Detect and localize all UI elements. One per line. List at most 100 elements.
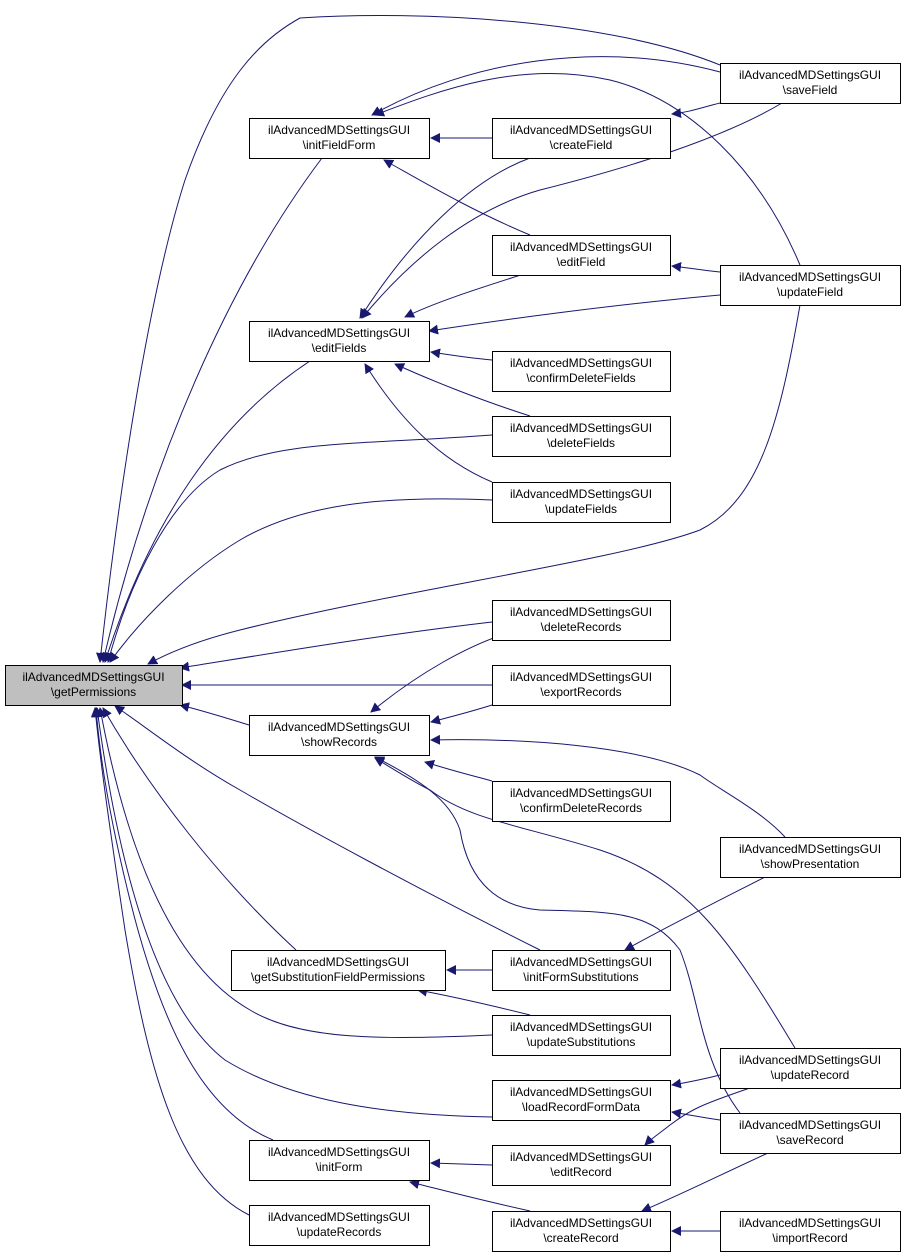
node-class-label: ilAdvancedMDSettingsGUI bbox=[510, 670, 652, 684]
edge-updateRecord-to-showRecords bbox=[374, 757, 796, 1049]
node-createField[interactable]: ilAdvancedMDSettingsGUI\createField bbox=[492, 118, 671, 159]
node-confirmDeleteFields[interactable]: ilAdvancedMDSettingsGUI\confirmDeleteFie… bbox=[492, 351, 671, 392]
edge-deleteFields-to-editFields bbox=[394, 363, 531, 417]
edge-saveField-to-createField bbox=[671, 102, 721, 118]
node-editField[interactable]: ilAdvancedMDSettingsGUI\editField bbox=[492, 235, 671, 276]
node-initForm[interactable]: ilAdvancedMDSettingsGUI\initForm bbox=[249, 1140, 430, 1181]
node-box bbox=[231, 950, 446, 991]
node-method-label: \updateRecords bbox=[297, 1225, 382, 1239]
node-method-label: \initFormSubstitutions bbox=[523, 970, 638, 984]
node-method-label: \createField bbox=[550, 138, 613, 152]
node-class-label: ilAdvancedMDSettingsGUI bbox=[510, 1020, 652, 1034]
node-box bbox=[249, 715, 430, 756]
edge-deleteRecords-to-getPermissions bbox=[179, 621, 493, 672]
node-showRecords[interactable]: ilAdvancedMDSettingsGUI\showRecords bbox=[249, 715, 430, 756]
edge-createRecord-to-initForm bbox=[409, 1179, 531, 1212]
node-class-label: ilAdvancedMDSettingsGUI bbox=[510, 421, 652, 435]
node-method-label: \updateSubstitutions bbox=[527, 1035, 636, 1049]
node-box bbox=[492, 1211, 671, 1252]
edge-editRecord-to-initForm bbox=[430, 1158, 493, 1169]
edge-updateFields-to-getPermissions bbox=[109, 498, 493, 663]
node-class-label: ilAdvancedMDSettingsGUI bbox=[510, 1150, 652, 1164]
node-loadRecordFormData[interactable]: ilAdvancedMDSettingsGUI\loadRecordFormDa… bbox=[492, 1080, 671, 1121]
node-box bbox=[492, 665, 671, 706]
node-box bbox=[5, 665, 183, 706]
node-createRecord[interactable]: ilAdvancedMDSettingsGUI\createRecord bbox=[492, 1211, 671, 1252]
node-method-label: \confirmDeleteRecords bbox=[520, 801, 642, 815]
node-method-label: \initFieldForm bbox=[303, 138, 376, 152]
node-saveRecord[interactable]: ilAdvancedMDSettingsGUI\saveRecord bbox=[720, 1113, 901, 1154]
node-box bbox=[492, 1145, 671, 1186]
node-method-label: \importRecord bbox=[772, 1231, 847, 1245]
edge-saveField-to-getPermissions bbox=[96, 15, 721, 663]
nodes-layer: ilAdvancedMDSettingsGUI\getPermissionsil… bbox=[5, 63, 901, 1252]
edge-getSubstitutionFieldPermissions-to-getPermissions bbox=[102, 707, 297, 951]
edge-deleteFields-to-getPermissions bbox=[105, 434, 493, 663]
node-exportRecords[interactable]: ilAdvancedMDSettingsGUI\exportRecords bbox=[492, 665, 671, 706]
node-editRecord[interactable]: ilAdvancedMDSettingsGUI\editRecord bbox=[492, 1145, 671, 1186]
node-box bbox=[492, 781, 671, 822]
node-method-label: \loadRecordFormData bbox=[522, 1100, 640, 1114]
edges-layer bbox=[90, 15, 801, 1236]
node-box bbox=[720, 1048, 901, 1089]
node-class-label: ilAdvancedMDSettingsGUI bbox=[22, 670, 164, 684]
node-method-label: \updateField bbox=[777, 285, 843, 299]
edge-updateRecord-to-editRecord bbox=[644, 1087, 751, 1146]
node-updateRecords[interactable]: ilAdvancedMDSettingsGUI\updateRecords bbox=[249, 1205, 430, 1246]
node-deleteRecords[interactable]: ilAdvancedMDSettingsGUI\deleteRecords bbox=[492, 600, 671, 641]
node-editFields[interactable]: ilAdvancedMDSettingsGUI\editFields bbox=[249, 321, 430, 362]
node-class-label: ilAdvancedMDSettingsGUI bbox=[510, 356, 652, 370]
edge-initFormSubstitutions-to-getPermissions bbox=[114, 705, 541, 951]
node-box bbox=[492, 351, 671, 392]
node-updateField[interactable]: ilAdvancedMDSettingsGUI\updateField bbox=[720, 265, 901, 306]
node-class-label: ilAdvancedMDSettingsGUI bbox=[739, 68, 881, 82]
edge-showPresentation-to-initFormSubstitutions bbox=[624, 876, 766, 951]
node-method-label: \getPermissions bbox=[51, 685, 136, 699]
node-box bbox=[492, 482, 671, 523]
node-class-label: ilAdvancedMDSettingsGUI bbox=[510, 240, 652, 254]
node-method-label: \updateRecord bbox=[771, 1068, 850, 1082]
node-box bbox=[492, 1080, 671, 1121]
node-method-label: \exportRecords bbox=[540, 685, 621, 699]
node-box bbox=[249, 321, 430, 362]
node-importRecord[interactable]: ilAdvancedMDSettingsGUI\importRecord bbox=[720, 1211, 901, 1252]
node-class-label: ilAdvancedMDSettingsGUI bbox=[268, 123, 410, 137]
edge-updateFields-to-editFields bbox=[364, 363, 493, 483]
node-class-label: ilAdvancedMDSettingsGUI bbox=[510, 487, 652, 501]
node-updateRecord[interactable]: ilAdvancedMDSettingsGUI\updateRecord bbox=[720, 1048, 901, 1089]
node-initFieldForm[interactable]: ilAdvancedMDSettingsGUI\initFieldForm bbox=[249, 118, 430, 159]
node-method-label: \confirmDeleteFields bbox=[526, 371, 635, 385]
node-deleteFields[interactable]: ilAdvancedMDSettingsGUI\deleteFields bbox=[492, 416, 671, 457]
node-box bbox=[492, 600, 671, 641]
node-box bbox=[720, 837, 901, 878]
node-class-label: ilAdvancedMDSettingsGUI bbox=[268, 326, 410, 340]
node-getPermissions[interactable]: ilAdvancedMDSettingsGUI\getPermissions bbox=[5, 665, 183, 706]
edge-saveRecord-to-loadRecordFormData bbox=[671, 1108, 721, 1121]
edge-updateField-to-initFieldForm bbox=[374, 73, 801, 266]
node-method-label: \showRecords bbox=[301, 735, 377, 749]
node-box bbox=[249, 1140, 430, 1181]
node-method-label: \deleteRecords bbox=[541, 620, 622, 634]
edge-showPresentation-to-showRecords bbox=[430, 734, 786, 838]
node-initFormSubstitutions[interactable]: ilAdvancedMDSettingsGUI\initFormSubstitu… bbox=[492, 950, 671, 991]
node-getSubstitutionFieldPermissions[interactable]: ilAdvancedMDSettingsGUI\getSubstitutionF… bbox=[231, 950, 446, 991]
edge-updateSubstitutions-to-getSubstitutionFieldPermissions bbox=[417, 986, 531, 1016]
edge-updateSubstitutions-to-getPermissions bbox=[96, 707, 493, 1038]
node-method-label: \saveField bbox=[783, 83, 838, 97]
node-method-label: \initForm bbox=[316, 1160, 363, 1174]
node-saveField[interactable]: ilAdvancedMDSettingsGUI\saveField bbox=[720, 63, 901, 104]
node-class-label: ilAdvancedMDSettingsGUI bbox=[739, 1118, 881, 1132]
node-method-label: \saveRecord bbox=[776, 1133, 843, 1147]
node-box bbox=[720, 1113, 901, 1154]
node-method-label: \deleteFields bbox=[547, 436, 615, 450]
node-showPresentation[interactable]: ilAdvancedMDSettingsGUI\showPresentation bbox=[720, 837, 901, 878]
node-updateFields[interactable]: ilAdvancedMDSettingsGUI\updateFields bbox=[492, 482, 671, 523]
node-method-label: \createRecord bbox=[543, 1231, 618, 1245]
node-confirmDeleteRecords[interactable]: ilAdvancedMDSettingsGUI\confirmDeleteRec… bbox=[492, 781, 671, 822]
node-box bbox=[492, 118, 671, 159]
node-class-label: ilAdvancedMDSettingsGUI bbox=[267, 955, 409, 969]
node-box bbox=[720, 1211, 901, 1252]
edge-updateField-to-getPermissions bbox=[147, 304, 801, 665]
node-updateSubstitutions[interactable]: ilAdvancedMDSettingsGUI\updateSubstituti… bbox=[492, 1015, 671, 1056]
